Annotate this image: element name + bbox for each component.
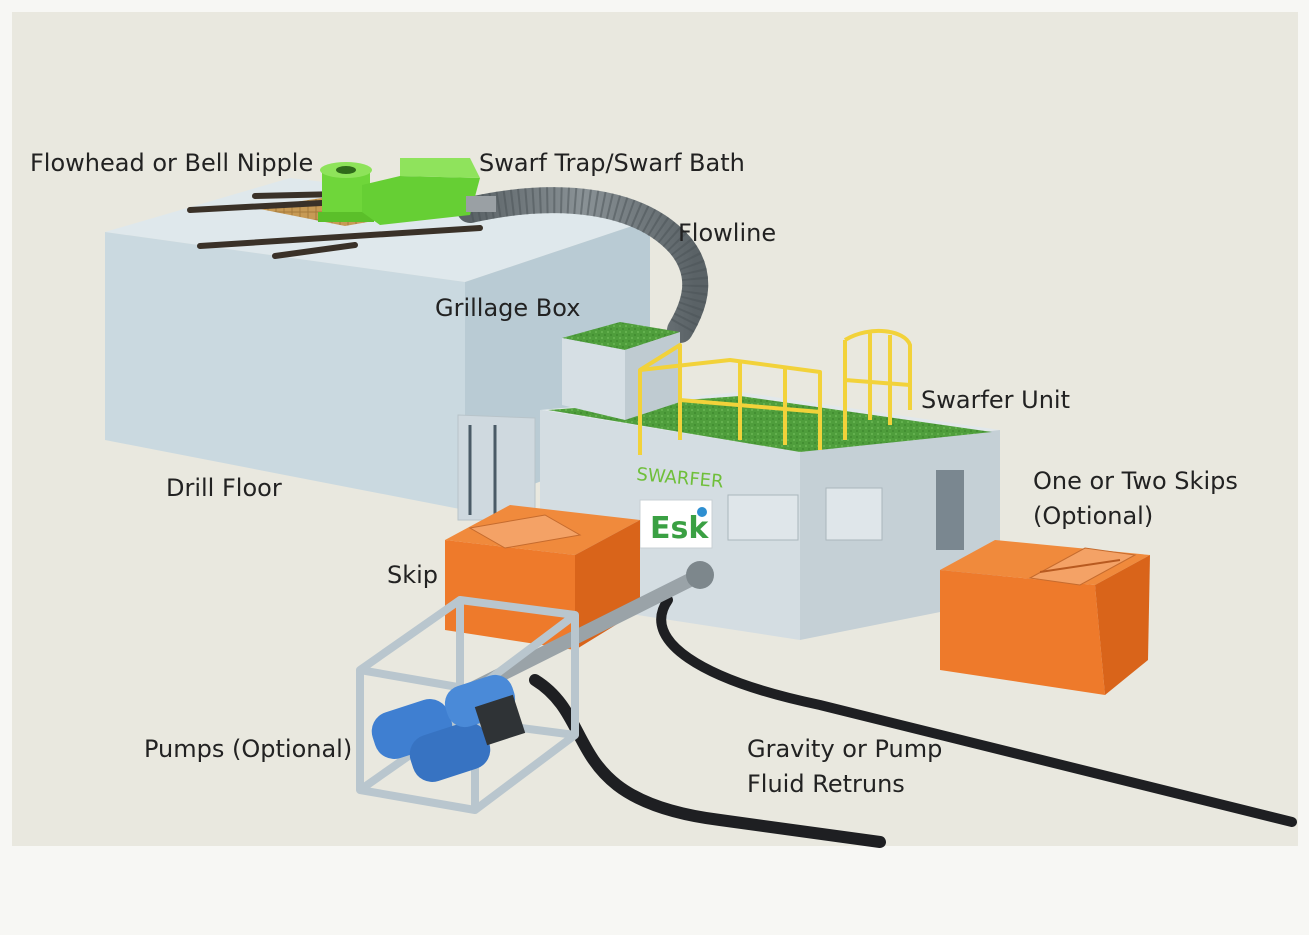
label-grillage-box: Grillage Box [435, 294, 581, 322]
esk-logo-text: Esk [650, 511, 709, 546]
label-one-or-two-skips: One or Two Skips (Optional) [1033, 464, 1238, 534]
yellow-railings [638, 328, 912, 455]
pump-motors [371, 674, 526, 782]
skip-left [445, 505, 640, 650]
label-returns-line-2: Fluid Retruns [747, 770, 905, 798]
pump-suction-pipe [463, 568, 707, 697]
pump-skid [356, 596, 579, 814]
label-swarf-trap: Swarf Trap/Swarf Bath [479, 149, 745, 177]
grillage-box [562, 322, 680, 420]
label-skip: Skip [387, 561, 439, 589]
flowline-hose [457, 187, 709, 343]
skip-right [940, 540, 1150, 695]
label-skips-line-1: One or Two Skips [1033, 467, 1238, 495]
label-flowhead-bell-nipple: Flowhead or Bell Nipple [30, 149, 314, 177]
swarf-trap [362, 158, 496, 225]
label-skips-line-2: (Optional) [1033, 502, 1154, 530]
swarfer-logo-panel [639, 499, 713, 549]
label-flowline: Flowline [678, 219, 777, 247]
label-fluid-returns: Gravity or Pump Fluid Retruns [747, 732, 942, 802]
label-drill-floor: Drill Floor [166, 474, 282, 502]
label-swarfer-unit: Swarfer Unit [921, 386, 1071, 414]
return-pipes [529, 595, 1297, 848]
label-pumps-optional: Pumps (Optional) [144, 735, 353, 763]
drill-floor-block [105, 178, 650, 510]
label-returns-line-1: Gravity or Pump [747, 735, 943, 763]
